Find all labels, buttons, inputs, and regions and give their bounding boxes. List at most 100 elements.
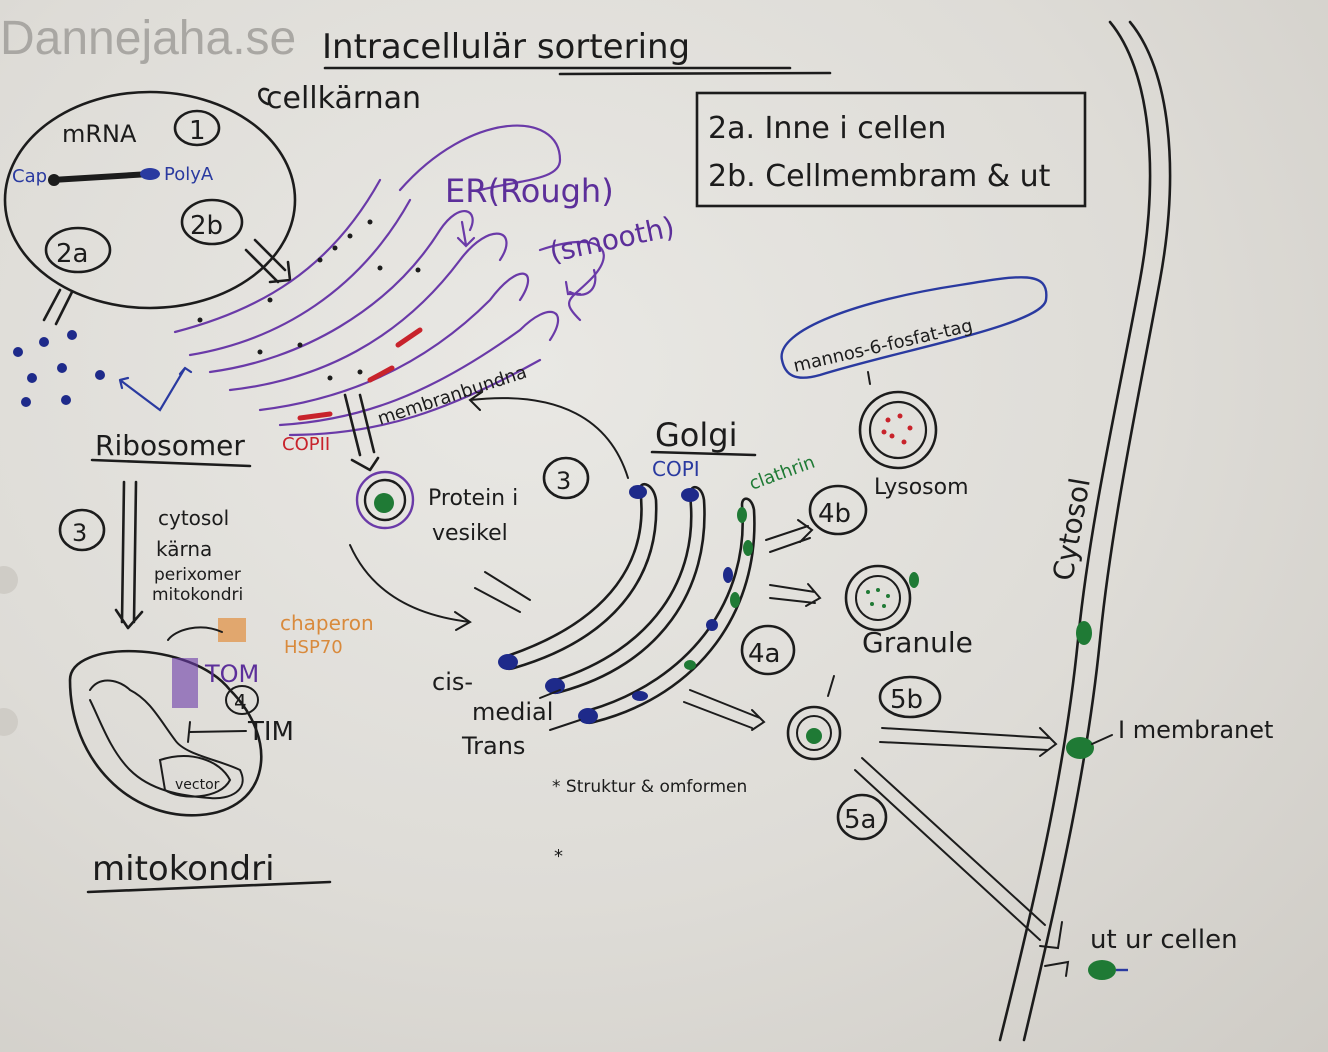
ribosome-down-arrow <box>114 480 144 630</box>
chaperon-label: chaperon <box>280 611 374 635</box>
er-to-vesicle-arrow <box>343 393 380 472</box>
golgi-underline <box>650 450 757 457</box>
step-3-er-label: 3 <box>556 467 571 495</box>
tim-label: TIM <box>247 717 294 747</box>
granule-outer <box>844 564 912 632</box>
lysosome-outer <box>858 390 938 470</box>
legend-line-2b: 2b. Cellmembram & ut <box>708 159 1051 194</box>
step-2a-label: 2a <box>56 239 88 269</box>
secretory-vesicle-inner <box>796 715 832 751</box>
mrna-label: mRNA <box>62 120 137 148</box>
lysosom-label: Lysosom <box>874 475 969 500</box>
nucleus-outline <box>3 90 297 310</box>
secretory-vesicle-pointer <box>827 675 835 697</box>
step-5a-label: 5a <box>844 805 876 835</box>
cap-dot <box>48 174 60 186</box>
secreted-protein <box>1088 960 1116 980</box>
step-5a-circle <box>836 793 888 841</box>
copi-label: COPI <box>652 457 700 481</box>
polya-label: PolyA <box>164 164 214 185</box>
step-4-mito-label: 4 <box>234 690 247 714</box>
title-underline <box>323 66 832 76</box>
trans-label: Trans <box>461 732 525 760</box>
tom-complex <box>172 658 198 708</box>
granule-inner <box>855 575 901 621</box>
ribosomer-label: Ribosomer <box>95 429 245 462</box>
arrow-to-membrane <box>879 727 1058 757</box>
trans-pointer <box>549 719 581 731</box>
cytosol-list-item-4: mitokondri <box>152 585 243 605</box>
mannos-tag-pointer <box>867 371 871 385</box>
secretory-vesicle-protein <box>806 728 822 744</box>
mitokondri-title: mitokondri <box>92 849 275 889</box>
step-2b-label: 2b <box>190 211 223 241</box>
legend-line-2a: 2a. Inne i cellen <box>708 111 946 146</box>
ut-ur-cellen-label: ut ur cellen <box>1090 925 1238 955</box>
cap-label: Cap <box>12 166 47 187</box>
step-4a-label: 4a <box>748 639 780 669</box>
chaperon-arrow <box>167 626 223 641</box>
step-2a-circle <box>44 226 112 274</box>
medial-label: medial <box>472 698 553 726</box>
granule-label: Granule <box>862 626 973 659</box>
ribosome-arrows <box>118 366 193 412</box>
cytosol-side-label: Cytosol <box>1046 475 1097 583</box>
vesicle-outer <box>355 470 415 530</box>
i-membranet-pointer <box>1091 734 1113 745</box>
er-smooth-label: (smooth) <box>547 210 678 269</box>
clathrin-label: clathrin <box>747 452 818 495</box>
step-3-cytosol-circle <box>58 508 106 552</box>
step-4-mito-circle <box>225 685 259 715</box>
nucleus-export-lines <box>42 288 74 326</box>
medial-pointer <box>539 689 561 699</box>
step-3-er-circle <box>542 456 590 500</box>
arrow-to-granule <box>769 583 822 607</box>
step-3-cytosol-label: 3 <box>72 519 87 547</box>
cell-membrane-outer <box>998 20 1152 1042</box>
vector-label: vector <box>175 777 220 793</box>
watermark: Dannejaha.se <box>0 12 296 65</box>
mrna-strand <box>51 171 151 183</box>
binder-hole <box>0 708 18 736</box>
membrane-protein-1 <box>1076 621 1092 645</box>
secretory-vesicle-outer <box>786 705 842 761</box>
vesicle-to-golgi-arrow <box>349 544 472 631</box>
note-asterisk: * <box>554 846 563 867</box>
membranbundna-label: membranbundna <box>375 362 529 430</box>
lysosome-contents <box>881 413 913 445</box>
tim-pointer <box>187 721 247 743</box>
golgi-clathrin-marks <box>684 507 753 670</box>
nucleus-label: cellkärnan <box>266 81 421 116</box>
nucleus-export-arrow <box>244 238 292 284</box>
binder-hole <box>0 566 18 594</box>
copii-label: COPII <box>282 434 330 455</box>
cell-membrane-inner <box>1022 20 1172 1042</box>
free-ribosome-dots <box>13 330 105 407</box>
tom-label: TOM <box>204 660 259 688</box>
vesicle-label-1: Protein i <box>428 486 518 511</box>
diagram-title: Intracellulär sortering <box>322 27 690 67</box>
step-4b-label: 4b <box>818 499 851 529</box>
arrow-to-secretory-vesicle <box>683 689 766 731</box>
mannos-tag-label: mannos-6-fosfat-tag <box>791 315 974 377</box>
cytosol-list-item-3: perixomer <box>154 565 241 585</box>
step-1-label: 1 <box>189 116 206 146</box>
arrow-to-4b <box>765 519 814 553</box>
nucleus-pointer-arrow <box>258 87 270 106</box>
mannos-tag-outline <box>780 276 1048 379</box>
granule-clathrin-mark <box>909 572 919 588</box>
er-arrow-2 <box>564 268 597 296</box>
er-arrow-1 <box>456 220 476 248</box>
membrane-protein-2 <box>1066 737 1094 759</box>
golgi-title: Golgi <box>655 416 737 454</box>
arrow-out-of-cell <box>854 757 1046 941</box>
vesicle-protein <box>374 493 394 513</box>
cytosol-list-item-2: kärna <box>156 537 212 561</box>
step-2b-circle <box>180 198 244 246</box>
golgi-return-arrow <box>468 391 629 479</box>
polya-tail <box>140 168 160 180</box>
ribosome-marks-on-er <box>197 219 421 381</box>
step-1-circle <box>173 109 221 147</box>
